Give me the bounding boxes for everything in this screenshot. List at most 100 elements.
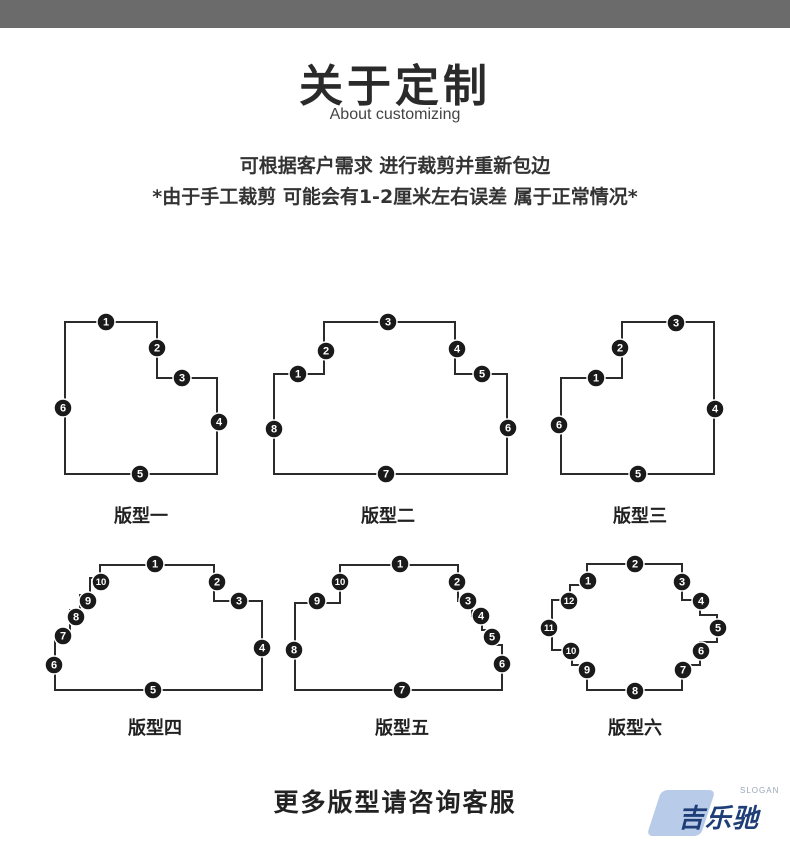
svg-text:7: 7 — [399, 684, 405, 696]
svg-text:6: 6 — [499, 658, 505, 670]
shape-outline-1 — [64, 321, 218, 475]
edge-marker-6-2: 2 — [625, 554, 645, 574]
logo-slogan: SLOGAN — [740, 786, 780, 795]
edge-marker-2-1: 1 — [288, 364, 308, 384]
edge-marker-2-3: 3 — [378, 312, 398, 332]
edge-marker-1-4: 4 — [209, 412, 229, 432]
svg-text:5: 5 — [137, 468, 143, 480]
svg-text:4: 4 — [216, 416, 223, 428]
edge-marker-5-4: 4 — [471, 606, 491, 626]
edge-marker-1-6: 6 — [53, 398, 73, 418]
svg-text:1: 1 — [103, 316, 109, 328]
svg-text:3: 3 — [236, 595, 242, 607]
svg-text:1: 1 — [593, 372, 599, 384]
svg-text:1: 1 — [585, 575, 591, 587]
edge-marker-6-11: 11 — [539, 618, 559, 638]
edge-marker-3-3: 3 — [666, 313, 686, 333]
svg-text:4: 4 — [478, 610, 485, 622]
edge-marker-6-10: 10 — [561, 641, 581, 661]
svg-text:5: 5 — [150, 684, 156, 696]
edge-marker-6-6: 6 — [691, 641, 711, 661]
svg-text:4: 4 — [259, 642, 266, 654]
svg-text:7: 7 — [680, 664, 686, 676]
edge-marker-3-1: 1 — [586, 368, 606, 388]
footer-text: 更多版型请咨询客服 — [273, 788, 517, 817]
shape-label-4: 版型四 — [128, 718, 182, 739]
edge-marker-4-7: 7 — [53, 626, 73, 646]
svg-text:6: 6 — [505, 422, 511, 434]
svg-text:1: 1 — [152, 558, 158, 570]
svg-text:8: 8 — [73, 611, 79, 623]
shape-label-5: 版型五 — [375, 718, 429, 739]
brand-logo: SLOGAN 吉乐驰 — [646, 786, 786, 838]
edge-marker-4-5: 5 — [143, 680, 163, 700]
svg-text:12: 12 — [564, 596, 575, 607]
edge-marker-4-3: 3 — [229, 591, 249, 611]
svg-text:1: 1 — [397, 558, 403, 570]
shape-label-1: 版型一 — [114, 506, 168, 527]
edge-marker-4-10: 10 — [91, 572, 111, 592]
edge-marker-2-4: 4 — [447, 339, 467, 359]
shape-outline-3 — [560, 321, 715, 475]
svg-text:2: 2 — [632, 558, 638, 570]
svg-text:8: 8 — [632, 685, 638, 697]
svg-text:6: 6 — [51, 659, 57, 671]
svg-text:4: 4 — [698, 595, 705, 607]
svg-text:7: 7 — [60, 630, 66, 642]
edge-marker-1-3: 3 — [172, 368, 192, 388]
svg-text:6: 6 — [556, 419, 562, 431]
edge-marker-5-3: 3 — [458, 591, 478, 611]
edge-marker-6-1: 1 — [578, 571, 598, 591]
edge-marker-1-1: 1 — [96, 312, 116, 332]
svg-text:5: 5 — [635, 468, 641, 480]
svg-text:5: 5 — [715, 622, 721, 634]
edge-marker-2-5: 5 — [472, 364, 492, 384]
svg-text:4: 4 — [712, 403, 719, 415]
edge-marker-6-8: 8 — [625, 681, 645, 701]
svg-text:3: 3 — [465, 595, 471, 607]
edge-marker-6-9: 9 — [577, 660, 597, 680]
page-subtitle: About customizing — [329, 106, 461, 123]
edge-marker-5-10: 10 — [330, 572, 350, 592]
edge-marker-6-4: 4 — [691, 591, 711, 611]
svg-text:3: 3 — [385, 316, 391, 328]
edge-marker-4-9: 9 — [78, 591, 98, 611]
svg-text:1: 1 — [295, 368, 301, 380]
edge-marker-3-6: 6 — [549, 415, 569, 435]
edge-marker-3-5: 5 — [628, 464, 648, 484]
svg-text:4: 4 — [454, 343, 461, 355]
page-title: 关于定制 — [299, 61, 491, 112]
edge-marker-2-2: 2 — [316, 341, 336, 361]
edge-marker-4-6: 6 — [44, 655, 64, 675]
edge-marker-5-2: 2 — [447, 572, 467, 592]
svg-text:2: 2 — [323, 345, 329, 357]
edge-marker-2-7: 7 — [376, 464, 396, 484]
edge-marker-5-8: 8 — [284, 640, 304, 660]
edge-marker-5-7: 7 — [392, 680, 412, 700]
svg-text:9: 9 — [314, 595, 320, 607]
svg-text:10: 10 — [96, 577, 107, 588]
top-bar — [0, 0, 790, 28]
svg-text:3: 3 — [673, 317, 679, 329]
svg-text:3: 3 — [679, 576, 685, 588]
edge-marker-6-12: 12 — [559, 591, 579, 611]
svg-text:11: 11 — [544, 623, 555, 634]
edge-marker-4-2: 2 — [207, 572, 227, 592]
edge-marker-5-9: 9 — [307, 591, 327, 611]
edge-marker-5-6: 6 — [492, 654, 512, 674]
svg-text:5: 5 — [479, 368, 485, 380]
svg-text:2: 2 — [454, 576, 460, 588]
description-line-2: *由于手工裁剪 可能会有1-2厘米左右误差 属于正常情况* — [152, 186, 638, 208]
svg-text:7: 7 — [383, 468, 389, 480]
svg-text:5: 5 — [489, 631, 495, 643]
edge-marker-4-8: 8 — [66, 607, 86, 627]
svg-text:10: 10 — [335, 577, 346, 588]
logo-text: 吉乐驰 — [678, 804, 760, 834]
edge-marker-5-1: 1 — [390, 554, 410, 574]
shape-outline-4 — [54, 564, 263, 691]
edge-marker-3-4: 4 — [705, 399, 725, 419]
edge-marker-4-1: 1 — [145, 554, 165, 574]
edge-marker-6-5: 5 — [708, 618, 728, 638]
edge-marker-4-4: 4 — [252, 638, 272, 658]
svg-text:9: 9 — [85, 595, 91, 607]
